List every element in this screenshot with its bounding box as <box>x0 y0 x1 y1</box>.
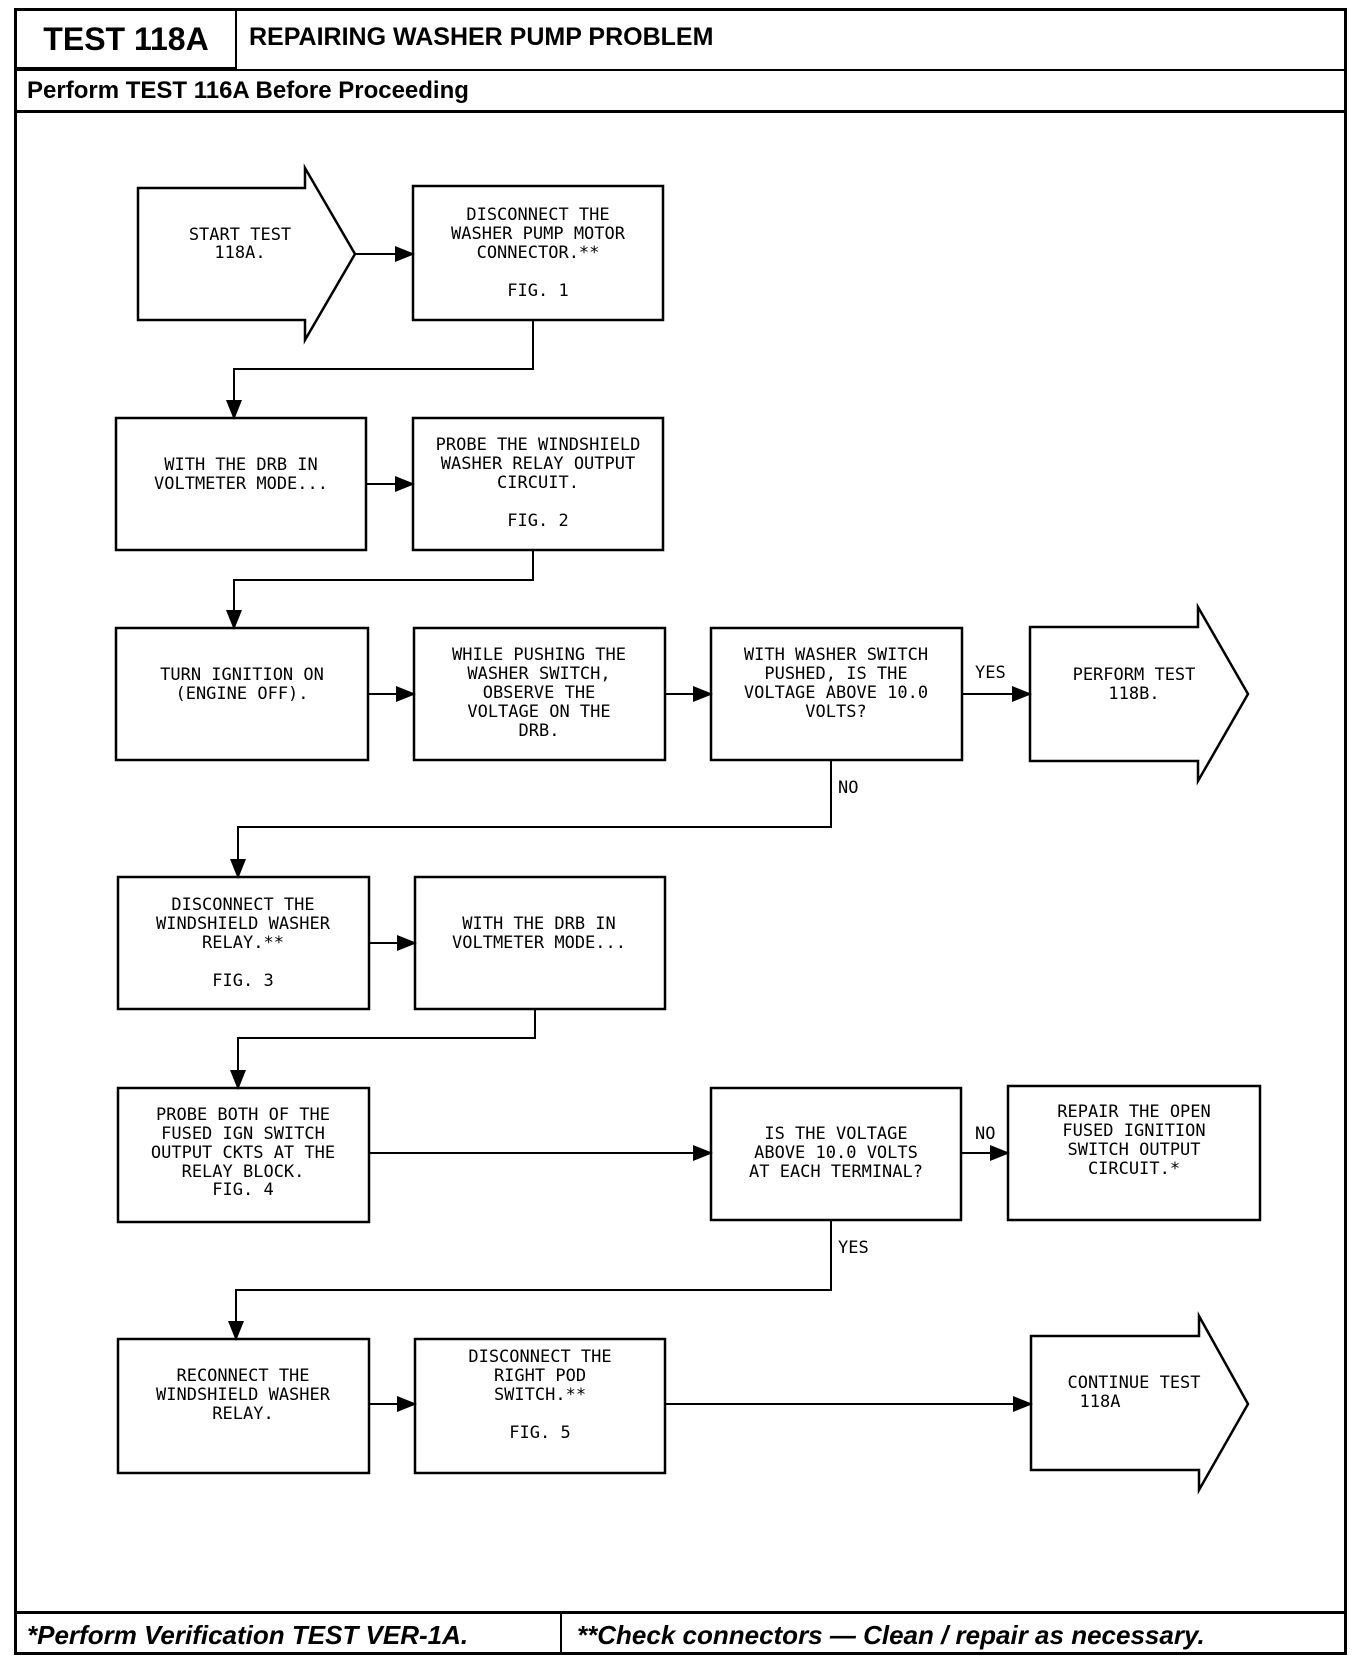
b7-line-2: WINDSHIELD WASHER <box>156 914 331 934</box>
b13-line-1: DISCONNECT THE <box>468 1347 611 1367</box>
b1-line-1: DISCONNECT THE <box>466 205 609 225</box>
box-disconnect-pod-switch: DISCONNECT THE RIGHT POD SWITCH.** FIG. … <box>468 1347 611 1443</box>
b8-line-2: VOLTMETER MODE... <box>452 933 626 953</box>
b8-line-1: WITH THE DRB IN <box>462 914 616 934</box>
box-disconnect-relay: DISCONNECT THE WINDSHIELD WASHER RELAY.*… <box>156 895 331 991</box>
prerequisite-note: Perform TEST 116A Before Proceeding <box>17 69 1344 113</box>
b13-line-2: RIGHT POD <box>494 1366 586 1386</box>
box-probe-relay-output: PROBE THE WINDSHIELD WASHER RELAY OUTPUT… <box>436 435 641 531</box>
b1-line-3: CONNECTOR.** <box>477 243 600 263</box>
b2-line-1: WITH THE DRB IN <box>164 455 318 475</box>
test-sheet: TEST 118A REPAIRING WASHER PUMP PROBLEM … <box>14 8 1347 1655</box>
start-arrow-shape <box>136 163 357 345</box>
b6-line-4: VOLTS? <box>805 702 866 722</box>
b3-line-1: PROBE THE WINDSHIELD <box>436 435 641 455</box>
test-id: TEST 118A <box>17 11 237 69</box>
footnote-verification: *Perform Verification TEST VER-1A. <box>17 1614 562 1655</box>
b4-line-1: TURN IGNITION ON <box>160 665 324 685</box>
b11-line-3: SWITCH OUTPUT <box>1067 1140 1200 1160</box>
b11-line-2: FUSED IGNITION <box>1062 1121 1205 1141</box>
decision-voltage-each-terminal: IS THE VOLTAGE ABOVE 10.0 VOLTS AT EACH … <box>749 1124 923 1182</box>
arrow-continue-118a: CONTINUE TEST 118A <box>1067 1373 1200 1412</box>
b9-line-1: PROBE BOTH OF THE <box>156 1105 330 1125</box>
b13-line-5: FIG. 5 <box>509 1423 570 1443</box>
b6-line-1: WITH WASHER SWITCH <box>744 645 928 665</box>
b12-line-2: WINDSHIELD WASHER <box>156 1385 331 1405</box>
label-yes-1: YES <box>975 663 1006 683</box>
b2-line-2: VOLTMETER MODE... <box>154 474 328 494</box>
page-title: REPAIRING WASHER PUMP PROBLEM <box>249 23 714 51</box>
b12-line-1: RECONNECT THE <box>176 1366 309 1386</box>
box-disconnect-pump-shape <box>411 184 665 322</box>
b5-line-1: WHILE PUSHING THE <box>452 645 626 665</box>
box-disconnect-pump: DISCONNECT THE WASHER PUMP MOTOR CONNECT… <box>451 205 626 301</box>
b9-line-2: FUSED IGN SWITCH <box>161 1124 325 1144</box>
perform-line-2: 118B. <box>1108 684 1159 704</box>
label-yes-2: YES <box>838 1238 869 1258</box>
b13-line-3: SWITCH.** <box>494 1385 586 1405</box>
b12-line-3: RELAY. <box>212 1404 273 1424</box>
footnote-connectors: **Check connectors — Clean / repair as n… <box>577 1620 1205 1650</box>
arrow-perform-118b: PERFORM TEST 118B. <box>1073 665 1196 704</box>
label-no-1: NO <box>838 778 858 798</box>
b1-line-5: FIG. 1 <box>507 281 568 301</box>
b3-line-2: WASHER RELAY OUTPUT <box>441 454 635 474</box>
b3-line-3: CIRCUIT. <box>497 473 579 493</box>
continue-line-2: 118A <box>1080 1392 1121 1412</box>
box-probe-fused-ign: PROBE BOTH OF THE FUSED IGN SWITCH OUTPU… <box>151 1105 335 1200</box>
b9-line-3: OUTPUT CKTS AT THE <box>151 1143 335 1163</box>
footer: *Perform Verification TEST VER-1A. **Che… <box>17 1611 1344 1655</box>
box-drb-voltmeter-1: WITH THE DRB IN VOLTMETER MODE... <box>154 455 328 494</box>
b10-line-3: AT EACH TERMINAL? <box>749 1162 923 1182</box>
b11-line-1: REPAIR THE OPEN <box>1057 1102 1211 1122</box>
b5-line-5: DRB. <box>519 721 560 741</box>
b10-line-1: IS THE VOLTAGE <box>764 1124 907 1144</box>
box-reconnect-relay: RECONNECT THE WINDSHIELD WASHER RELAY. <box>156 1366 331 1424</box>
b5-line-4: VOLTAGE ON THE <box>467 702 610 722</box>
b3-line-5: FIG. 2 <box>507 511 568 531</box>
b5-line-2: WASHER SWITCH, <box>467 664 610 684</box>
b6-line-2: PUSHED, IS THE <box>764 664 907 684</box>
b7-line-5: FIG. 3 <box>212 971 273 991</box>
b7-line-3: RELAY.** <box>202 933 284 953</box>
box-repair-open-circuit: REPAIR THE OPEN FUSED IGNITION SWITCH OU… <box>1057 1102 1211 1179</box>
b9-line-4: RELAY BLOCK. <box>182 1162 305 1182</box>
perform-line-1: PERFORM TEST <box>1073 665 1196 685</box>
b11-line-4: CIRCUIT.* <box>1088 1159 1180 1179</box>
decision-voltage-above-10: WITH WASHER SWITCH PUSHED, IS THE VOLTAG… <box>744 645 928 722</box>
box-push-washer-switch: WHILE PUSHING THE WASHER SWITCH, OBSERVE… <box>452 645 626 741</box>
b1-line-2: WASHER PUMP MOTOR <box>451 224 626 244</box>
b7-line-1: DISCONNECT THE <box>171 895 314 915</box>
start-line-1: START TEST <box>189 225 291 245</box>
b5-line-3: OBSERVE THE <box>483 683 596 703</box>
b4-line-2: (ENGINE OFF). <box>175 684 308 704</box>
continue-line-1: CONTINUE TEST <box>1067 1373 1200 1393</box>
box-drb-voltmeter-2: WITH THE DRB IN VOLTMETER MODE... <box>452 914 626 953</box>
b10-line-2: ABOVE 10.0 VOLTS <box>754 1143 918 1163</box>
b6-line-3: VOLTAGE ABOVE 10.0 <box>744 683 928 703</box>
b9-line-5: FIG. 4 <box>212 1180 273 1200</box>
start-line-2: 118A. <box>214 243 265 263</box>
label-no-2: NO <box>975 1124 995 1144</box>
box-start-test: START TEST 118A. <box>189 225 291 263</box>
box-ignition-on: TURN IGNITION ON (ENGINE OFF). <box>160 665 324 704</box>
